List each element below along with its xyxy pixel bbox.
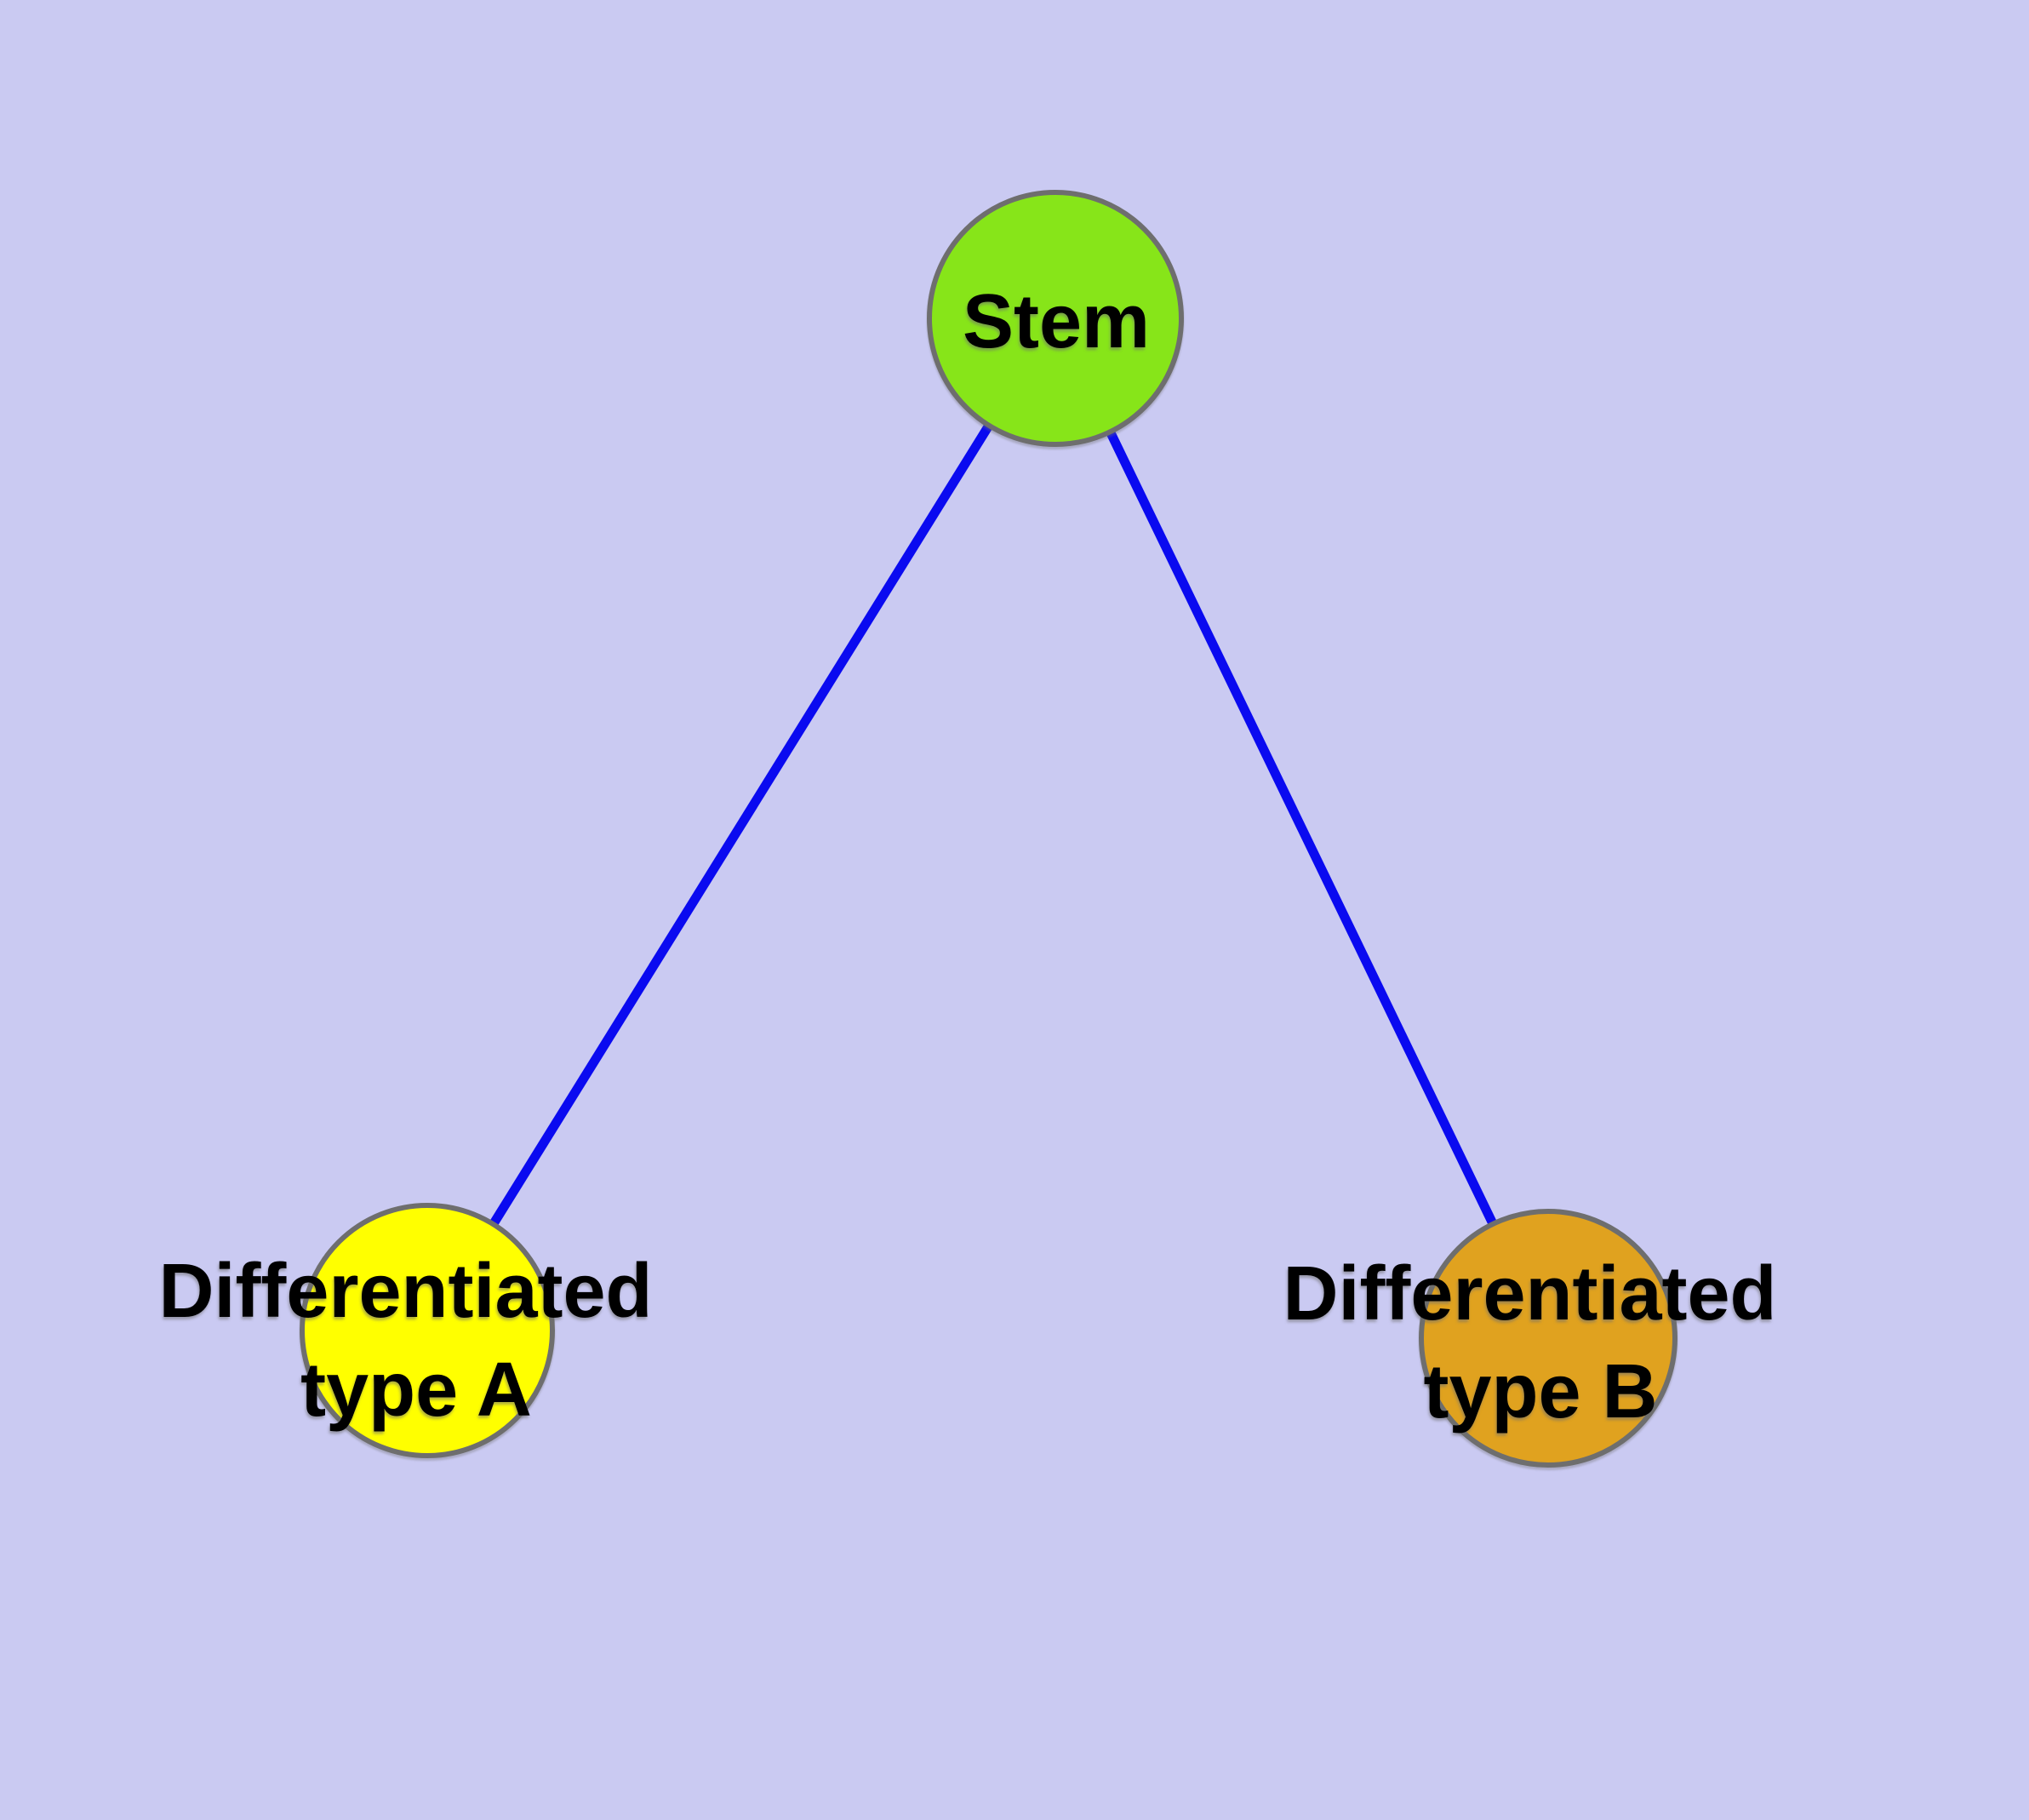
node-type-a-label: Differentiated type A bbox=[158, 1249, 673, 1433]
node-stem-circle bbox=[927, 190, 1184, 447]
node-type-b-label: Differentiated type B bbox=[1283, 1251, 1798, 1434]
node-type-a-label-line1: Differentiated bbox=[158, 1249, 652, 1334]
edge-stem-to-type-b bbox=[1051, 316, 1552, 1341]
node-type-b-label-line1: Differentiated bbox=[1283, 1251, 1776, 1336]
node-stem-label: Stem bbox=[963, 279, 1150, 364]
node-type-b-label-line2: type B bbox=[1423, 1349, 1657, 1434]
node-type-a-label-line2: type A bbox=[300, 1348, 532, 1433]
edge-stem-to-type-a bbox=[423, 316, 1060, 1333]
node-type-b-circle bbox=[1419, 1209, 1677, 1468]
node-type-a-circle bbox=[300, 1203, 555, 1458]
